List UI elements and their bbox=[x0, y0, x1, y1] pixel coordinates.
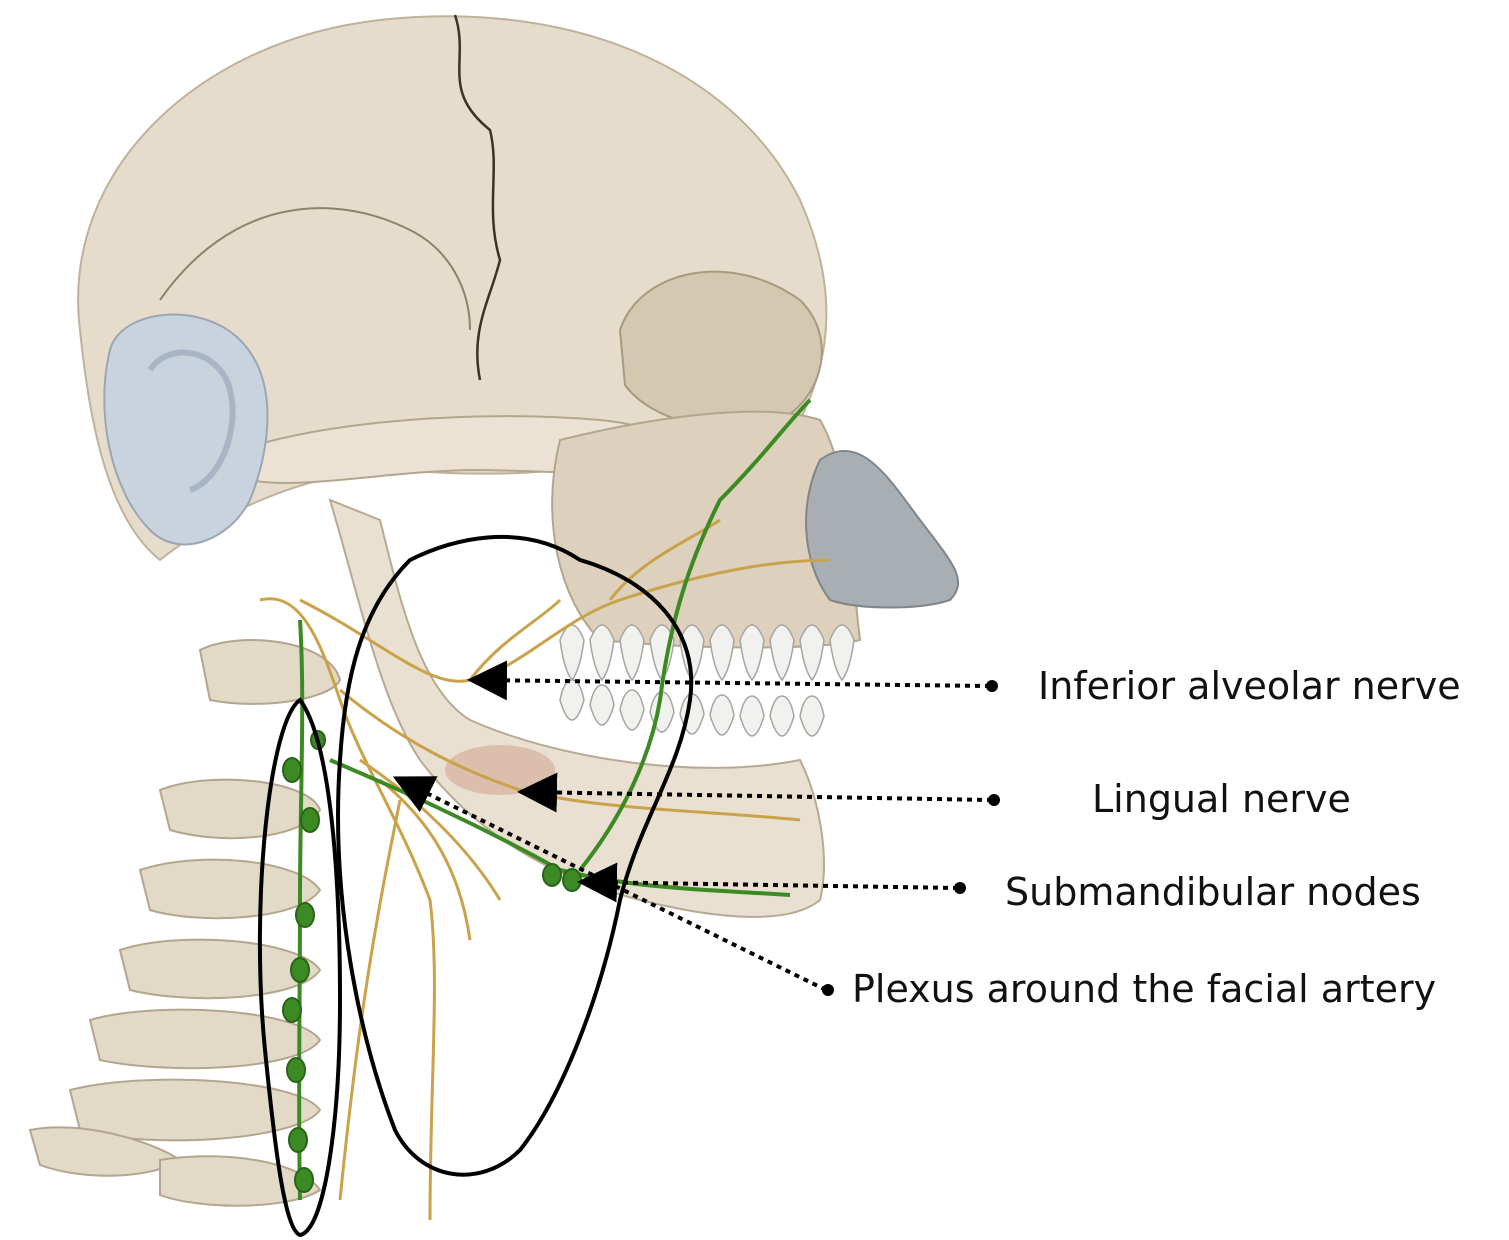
tongue bbox=[445, 745, 555, 795]
nose bbox=[806, 451, 958, 608]
label-submandibular-nodes: Submandibular nodes bbox=[1005, 873, 1421, 911]
label-facial-artery-plexus: Plexus around the facial artery bbox=[852, 970, 1436, 1008]
pointer-dots bbox=[822, 680, 1000, 996]
cervical-spine bbox=[30, 640, 340, 1206]
orbit bbox=[620, 272, 822, 428]
label-inferior-alveolar-nerve: Inferior alveolar nerve bbox=[1038, 667, 1461, 705]
pointer-inferior-alveolar bbox=[475, 680, 990, 686]
label-lingual-nerve: Lingual nerve bbox=[1092, 780, 1351, 818]
